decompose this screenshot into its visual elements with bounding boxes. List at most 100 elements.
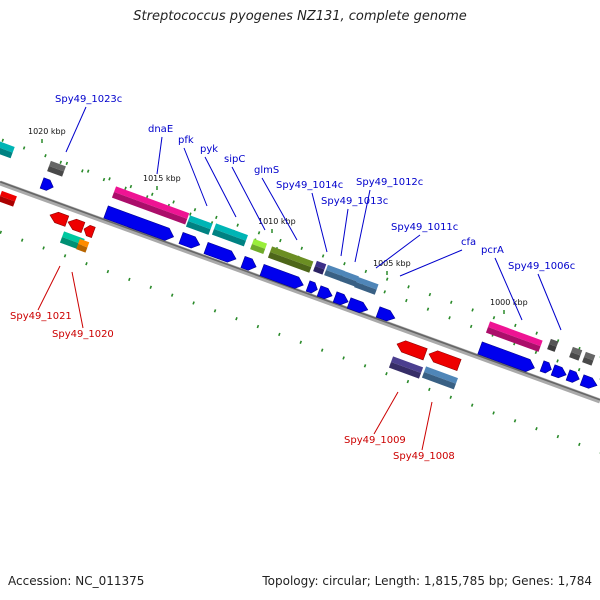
cds-arrow	[332, 291, 349, 306]
tick-mark	[299, 340, 303, 344]
tick-mark	[81, 169, 84, 173]
cds-arrow	[565, 369, 580, 383]
dnaE-block	[111, 186, 190, 225]
tick-mark	[426, 307, 430, 311]
tick-mark	[513, 419, 517, 423]
tick-mark	[86, 169, 90, 173]
gene-label: Spy49_1013c	[321, 196, 388, 207]
tick-mark	[236, 223, 239, 227]
tick-mark	[556, 359, 559, 363]
tick-mark	[471, 308, 474, 312]
tick-mark	[448, 316, 451, 320]
gene-label: Spy49_1023c	[55, 94, 122, 105]
gene-leader-line	[537, 273, 562, 331]
tick-mark	[535, 331, 538, 335]
gene-label: cfa	[461, 237, 476, 248]
tick-mark	[385, 277, 389, 281]
gene-label: Spy49_1011c	[391, 222, 458, 233]
tick-mark	[149, 285, 153, 289]
cds-block	[582, 351, 596, 366]
cds-1023-block	[0, 139, 15, 159]
cds-arrow	[39, 177, 54, 191]
spy1011-block	[354, 276, 379, 295]
tick-mark	[469, 324, 473, 329]
tick-mark	[364, 269, 368, 274]
gene-label: Spy49_1012c	[356, 177, 423, 188]
accession-label: Accession: NC_011375	[8, 574, 145, 588]
gene-leader-line	[65, 106, 87, 153]
tick-mark	[428, 292, 432, 297]
tick-mark	[383, 290, 387, 294]
tick-mark	[535, 427, 538, 431]
cds-pfk-arrow	[178, 231, 201, 249]
topology-label: Topology: circular; Length: 1,815,785 bp…	[262, 574, 592, 588]
tick-mark	[300, 246, 304, 250]
tick-mark	[343, 262, 346, 266]
tick-mark	[556, 434, 560, 439]
tick-mark	[321, 254, 325, 258]
tick-mark	[22, 146, 26, 150]
cds-arrow	[346, 297, 369, 313]
tick-mark	[514, 323, 517, 328]
kbp-label: 1000 kbp	[490, 298, 528, 307]
genome-backbone	[0, 180, 600, 404]
tick-mark	[44, 154, 47, 158]
spy1009-block	[388, 356, 424, 379]
tick-mark	[59, 160, 63, 164]
pcrA-block	[485, 321, 543, 352]
tick-mark	[363, 364, 367, 368]
tick-mark	[192, 301, 195, 305]
tick-mark	[215, 215, 218, 220]
tick-mark	[578, 442, 581, 447]
pfk-block	[185, 215, 213, 235]
tick-mark	[129, 184, 133, 189]
spy1020-block	[76, 238, 90, 253]
cds-arrow	[316, 285, 333, 300]
tick-mark	[42, 246, 45, 250]
gene-label: pyk	[200, 144, 218, 155]
tick-mark	[534, 350, 538, 355]
tick-mark	[1, 138, 5, 142]
gene-label: pcrA	[481, 245, 504, 256]
gene-leader-line	[354, 189, 371, 263]
tick-mark	[449, 300, 453, 304]
kbp-label: 1020 kbp	[28, 127, 66, 136]
tick-mark	[0, 230, 3, 234]
tick-mark	[342, 356, 345, 360]
tick-mark	[102, 177, 106, 182]
gene-leader-line	[373, 391, 399, 435]
gene-leader-line	[375, 234, 421, 269]
tick-mark	[279, 238, 282, 243]
gene-label: Spy49_1014c	[276, 180, 343, 191]
tick-mark	[492, 411, 495, 415]
tick-mark	[189, 212, 192, 216]
cds-sipC-arrow	[240, 255, 257, 271]
gene-leader-line	[340, 208, 349, 257]
gene-leader-line	[494, 257, 523, 321]
sipC-block	[250, 238, 268, 254]
cds-arrow	[539, 360, 552, 374]
tick-mark	[407, 285, 410, 289]
gene-leader-line	[311, 192, 328, 253]
cds-block	[569, 346, 583, 361]
tick-mark	[170, 293, 174, 297]
cds-dnaE-arrow	[103, 205, 175, 241]
kbp-label: 1005 kbp	[373, 259, 411, 268]
tick-mark	[449, 395, 453, 399]
kbp-label: 1015 kbp	[143, 174, 181, 183]
rrna-arrow	[83, 225, 96, 238]
tick-mark	[85, 262, 88, 266]
gene-label: Spy49_1008	[393, 451, 455, 462]
cds-block	[547, 338, 559, 352]
tick-mark	[235, 317, 238, 321]
cds-glmS-arrow	[259, 263, 304, 289]
tick-mark	[124, 186, 127, 190]
tick-mark	[150, 192, 154, 196]
tick-mark	[256, 324, 260, 329]
tick-mark	[385, 372, 388, 376]
tick-mark	[128, 277, 131, 282]
gene-leader-line	[204, 156, 237, 218]
tick-mark	[278, 332, 281, 337]
gene-label: Spy49_1020	[52, 329, 114, 340]
tick-mark	[428, 387, 431, 392]
